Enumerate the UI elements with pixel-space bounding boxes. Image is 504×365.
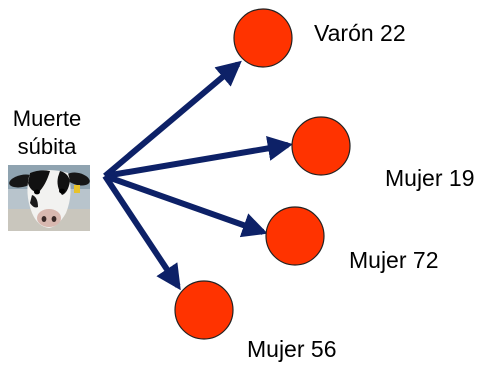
arrow-to-varon-22 <box>103 60 242 179</box>
arrow-to-mujer-19 <box>104 135 293 179</box>
node-mujer-56 <box>174 280 234 340</box>
node-varon-22 <box>233 8 293 68</box>
source-label: Muerte súbita <box>2 105 92 161</box>
target-label-mujer-72: Mujer 72 <box>349 247 439 273</box>
cow-photo <box>8 165 90 231</box>
arrow-to-mujer-56 <box>102 174 181 291</box>
arrow-to-mujer-72 <box>103 173 268 238</box>
target-label-mujer-56: Mujer 56 <box>247 336 337 362</box>
target-label-mujer-19: Mujer 19 <box>385 165 475 191</box>
source-label-line1: Muerte <box>12 106 82 131</box>
node-mujer-72 <box>265 206 325 266</box>
node-mujer-19 <box>291 116 351 176</box>
target-label-varon-22: Varón 22 <box>314 20 406 46</box>
source-label-line2: súbita <box>17 134 77 159</box>
